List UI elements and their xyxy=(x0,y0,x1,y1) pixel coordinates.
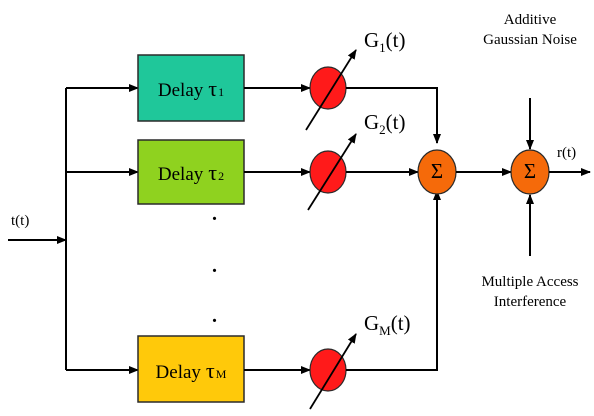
delay-2-text: Delay xyxy=(157,164,204,185)
gain-m-to-summer xyxy=(346,190,441,371)
ellipsis-dot-2: . xyxy=(212,255,217,277)
gain-arrow-2 xyxy=(307,133,357,211)
ellipsis-dot-1: . xyxy=(212,203,217,225)
interference-label: Multiple Access Interference xyxy=(481,274,579,310)
summer-2-sigma: Σ xyxy=(523,159,537,183)
delay-m-subscript: M xyxy=(215,367,227,381)
delay-m-text: Delay xyxy=(155,362,201,383)
output-label: r(t) xyxy=(557,145,577,161)
delay-1-subscript: 1 xyxy=(218,85,225,99)
gain-arrow-m xyxy=(309,333,357,410)
delay-box-2 xyxy=(137,139,245,205)
delay-2-tau: τ xyxy=(208,160,218,185)
noise-label: Additive Gaussian Noise xyxy=(483,12,577,48)
input-label: t(t) xyxy=(11,213,30,229)
gain-2-suffix: (t) xyxy=(385,110,406,134)
gain-arrow-1 xyxy=(305,49,357,131)
delay-1-text: Delay xyxy=(157,80,204,101)
gain-circle-m xyxy=(309,348,347,392)
gain-m-sub: M xyxy=(379,323,391,338)
gain-1-to-summer xyxy=(346,87,441,144)
delay-box-m xyxy=(137,335,245,403)
gain-1-base: G xyxy=(364,28,380,52)
summer-1-sigma: Σ xyxy=(430,159,444,183)
gain-2-base: G xyxy=(364,110,380,134)
gain-1-suffix: (t) xyxy=(385,28,406,52)
gain-m-label: GM(t) xyxy=(364,311,411,338)
gain-m-suffix: (t) xyxy=(390,311,411,335)
delay-2-subscript: 2 xyxy=(218,169,225,183)
delay-m-tau: τ xyxy=(205,358,215,383)
gain-2-label: G2(t) xyxy=(364,110,406,137)
gain-1-label: G1(t) xyxy=(364,28,406,55)
gain-m-base: G xyxy=(364,311,380,335)
gain-1-sub: 1 xyxy=(379,40,386,55)
ellipsis-dot-3: . xyxy=(212,305,217,327)
gain-2-sub: 2 xyxy=(379,122,386,137)
delay-1-tau: τ xyxy=(208,76,218,101)
delay-box-1 xyxy=(137,54,245,122)
